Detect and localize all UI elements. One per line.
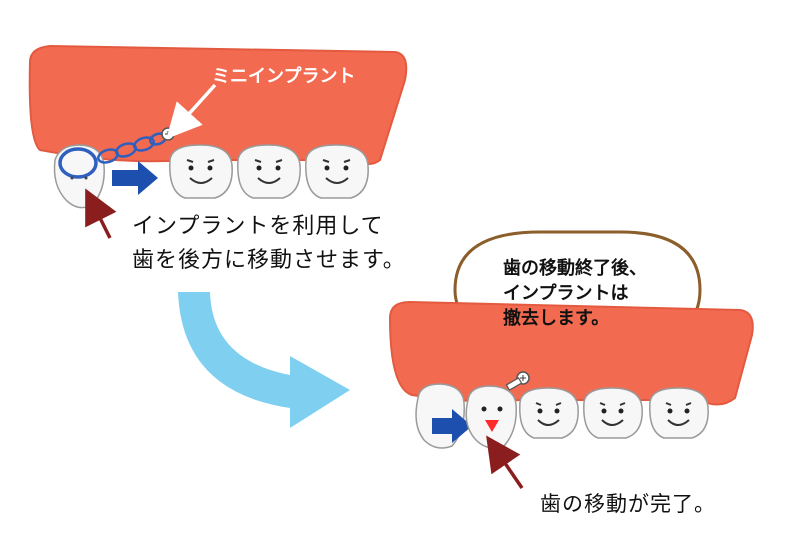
step1-caption-line1: インプラントを利用して: [132, 214, 384, 239]
smiling-tooth-icon: [649, 387, 709, 439]
gum-lower: [388, 300, 754, 406]
smiling-tooth-icon: [237, 144, 301, 199]
step1-caption-line2: 歯を後方に移動させます。: [132, 248, 406, 273]
curved-transition-arrow: [178, 292, 350, 428]
smiling-tooth-icon: [305, 144, 369, 199]
back-tooth-upper: [53, 144, 105, 209]
bubble-text-line1: 歯の移動終了後、: [503, 258, 647, 279]
step3-caption: 歯の移動が完了。: [540, 492, 716, 516]
blue-arrow-lower: [432, 409, 472, 443]
red-arrow-lower: [486, 435, 524, 489]
mini-implant-label: ミニインプラント: [212, 66, 356, 87]
bubble-text-line3: 撤去します。: [503, 308, 610, 329]
smiling-tooth-icon: [169, 144, 233, 199]
bubble-text-line2: インプラントは: [503, 283, 629, 304]
mini-implant-screw-icon: [161, 127, 175, 141]
smiling-tooth-icon: [583, 387, 643, 439]
mini-implant-screw-icon: [505, 371, 530, 391]
mini-implant-pointer-arrow: [166, 83, 217, 139]
smiling-tooth-icon: [519, 387, 579, 439]
moved-tooth: [465, 385, 517, 449]
red-arrow-upper: [85, 188, 117, 239]
blue-arrow-upper: [112, 161, 158, 195]
